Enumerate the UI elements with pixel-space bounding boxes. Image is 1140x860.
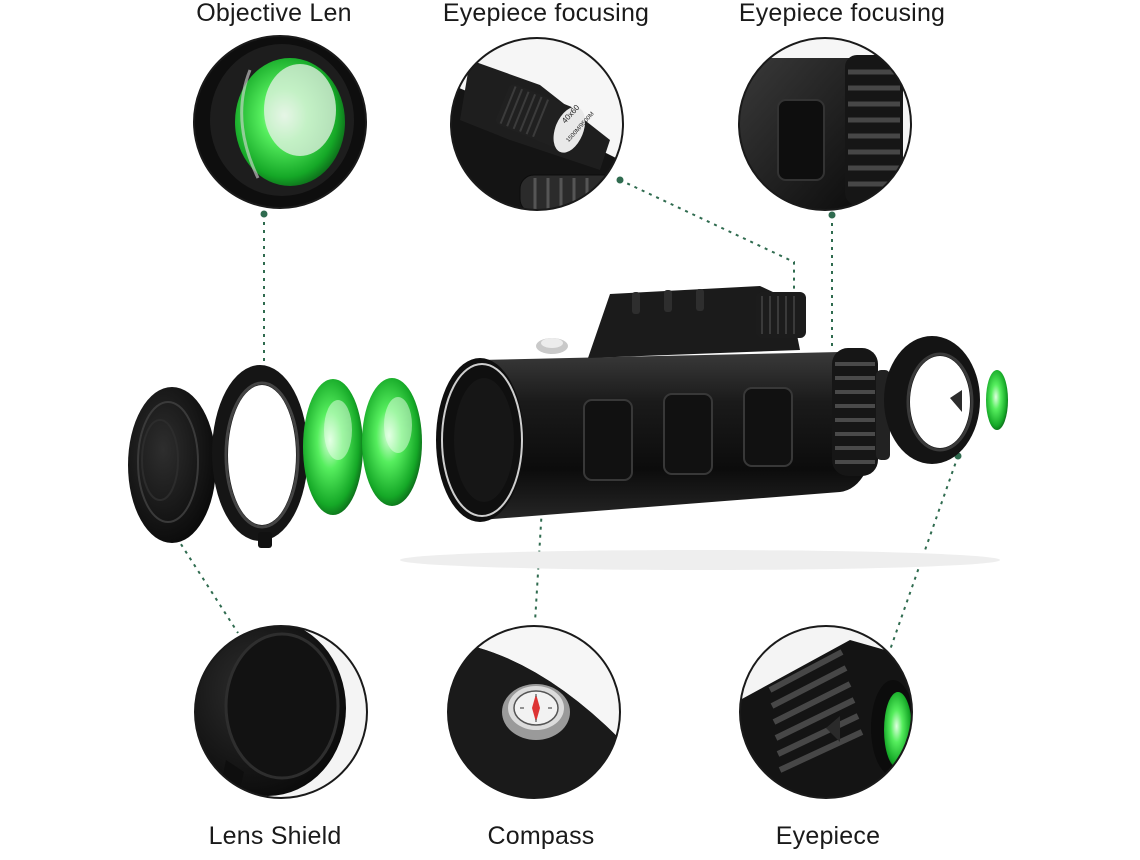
leader-eyepiece-focusing-knob <box>619 179 795 300</box>
leader-lens-shield <box>167 523 239 634</box>
detail-eyepiece-focusing-knob: 40x60 1500M/9500M <box>450 37 624 211</box>
leader-compass <box>534 342 553 623</box>
focusing-ring <box>832 348 878 476</box>
detail-objective-lens <box>193 35 367 209</box>
prism-housing <box>588 286 800 358</box>
label-eyepiece-focusing-knob: Eyepiece focusing <box>442 0 650 27</box>
label-lens-shield: Lens Shield <box>208 822 342 850</box>
eyepiece-lens-part <box>986 370 1008 430</box>
label-compass: Compass <box>487 822 595 850</box>
label-eyepiece-focusing-ring: Eyepiece focusing <box>738 0 946 27</box>
focus-knob <box>756 292 806 338</box>
monocular-exploded-view <box>128 286 1008 570</box>
detail-lens-shield <box>194 625 368 799</box>
detail-compass <box>447 625 621 799</box>
leader-lines <box>167 179 959 651</box>
label-objective-lens: Objective Len <box>196 0 352 27</box>
label-eyepiece: Eyepiece <box>775 822 881 850</box>
detail-eyepiece <box>739 625 913 799</box>
leader-eyepiece <box>889 455 959 651</box>
detail-eyepiece-focusing-ring <box>738 37 912 211</box>
